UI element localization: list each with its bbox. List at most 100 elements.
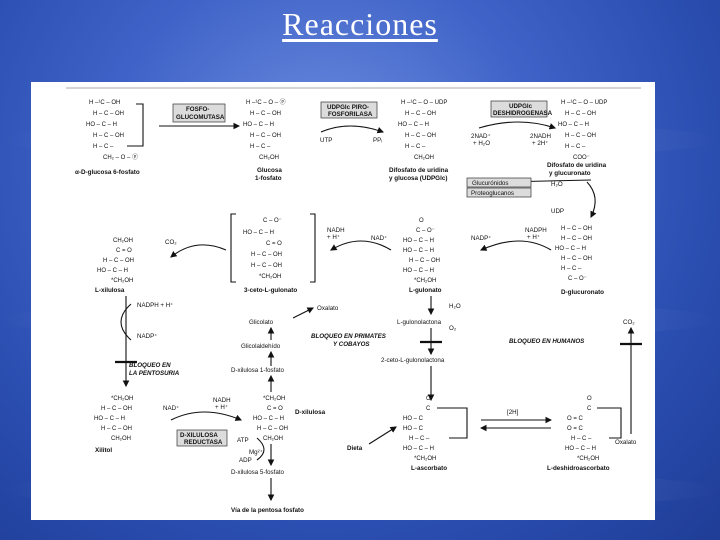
svg-text:HO – C – H: HO – C – H xyxy=(555,246,586,252)
block-pentosuria-2: LA PENTOSURIA xyxy=(129,370,180,377)
nadh-b-label: NADH xyxy=(213,397,231,404)
svg-text:C = O: C = O xyxy=(266,241,282,247)
hplus-b-label: + H⁺ xyxy=(527,234,540,241)
glucose-6-phosphate-structure: H –¹C – OH H – C – OH HO – C – H H – C –… xyxy=(86,100,144,161)
dx5p-label: D-xilulosa 5-fosfato xyxy=(231,469,285,476)
h2o-label: + H₂O xyxy=(473,140,490,147)
block-primates-2: Y COBAYOS xyxy=(333,341,370,348)
nad-b-label: NAD⁺ xyxy=(163,405,179,412)
svg-text:HO – C – H: HO – C – H xyxy=(253,416,284,422)
l-ascorbate-structure: O C HO – C HO – C H – C – HO – C – H *CH… xyxy=(403,396,468,462)
svg-text:H – C – OH: H – C – OH xyxy=(409,258,440,264)
svg-text:H – C –: H – C – xyxy=(250,144,271,150)
svg-text:HO – C – H: HO – C – H xyxy=(398,122,429,128)
slide-title: Reacciones xyxy=(282,6,438,42)
gulonolactona-label: L-gulonolactona xyxy=(397,319,442,326)
svg-text:CH₂OH: CH₂OH xyxy=(414,155,434,161)
arrow-dieta-ascorbato xyxy=(368,426,397,445)
arrow-ceto-xilulosa xyxy=(170,244,227,258)
svg-text:HO – C: HO – C xyxy=(403,416,424,422)
nadp-b-label: NADP⁺ xyxy=(137,333,157,340)
ascorbato-label: L-ascorbato xyxy=(411,465,447,472)
svg-text:CH₂OH: CH₂OH xyxy=(263,436,283,442)
svg-text:H – C – OH: H – C – OH xyxy=(101,406,132,412)
h2o-c-label: H₂O xyxy=(449,303,461,310)
svg-text:H – C – OH: H – C – OH xyxy=(250,111,281,117)
arrow-gulonato-ceto xyxy=(330,240,392,251)
svg-text:HO – C – H: HO – C – H xyxy=(94,416,125,422)
svg-text:H – C – OH: H – C – OH xyxy=(250,133,281,139)
dehydroascorbate-structure: O C O = C O = C H – C – HO – C – H *CH₂O… xyxy=(565,396,622,462)
svg-text:O: O xyxy=(426,396,431,402)
svg-text:HO – C – H: HO – C – H xyxy=(403,446,434,452)
svg-text:H – C – OH: H – C – OH xyxy=(251,263,282,269)
arrow-glucuronato-gulonato xyxy=(479,240,552,251)
deshidrogenasa-label-2: DESHIDROGENASA xyxy=(493,110,553,117)
svg-text:C = O: C = O xyxy=(116,248,132,254)
svg-text:H –¹C – O – UDP: H –¹C – O – UDP xyxy=(561,100,607,106)
svg-text:HO – C – H: HO – C – H xyxy=(86,122,117,128)
atp-label: ATP xyxy=(237,437,249,444)
svg-text:H – C – OH: H – C – OH xyxy=(561,256,592,262)
svg-text:COO⁻: COO⁻ xyxy=(573,155,590,161)
svg-text:CH₂OH: CH₂OH xyxy=(111,436,131,442)
svg-text:C: C xyxy=(587,406,592,412)
svg-text:H – C –: H – C – xyxy=(571,436,592,442)
co2-a-label: CO₂ xyxy=(165,239,177,246)
svg-text:O = C: O = C xyxy=(567,426,584,432)
reductasa-label-1: D-XILULOSA xyxy=(180,432,218,439)
proteoglucanos-label: Proteoglucanos xyxy=(471,190,514,197)
reductasa-box xyxy=(176,429,228,447)
d-xylulose-structure: *CH₂OH C = O HO – C – H H – C – OH CH₂OH xyxy=(253,396,288,442)
svg-text:HO – C – H: HO – C – H xyxy=(403,238,434,244)
ceto-label: 3-ceto-L-gulonato xyxy=(244,287,297,294)
svg-text:*CH₂OH: *CH₂OH xyxy=(111,396,133,402)
fosfoglucomutasa-box xyxy=(172,103,226,123)
svg-text:*CH₂OH: *CH₂OH xyxy=(414,456,436,462)
glucuronato-label: D-glucuronato xyxy=(561,289,604,296)
d-glucuronate-structure: H – C – OH H – C – OH HO – C – H H – C –… xyxy=(555,226,592,282)
pirofosforilasa-box xyxy=(320,101,378,119)
svg-text:H – C – OH: H – C – OH xyxy=(561,236,592,242)
proteoglucanos-box xyxy=(466,187,532,198)
svg-text:HO – C – H: HO – C – H xyxy=(97,268,128,274)
svg-text:CH₂OH: CH₂OH xyxy=(259,155,279,161)
svg-text:H – C – OH: H – C – OH xyxy=(565,111,596,117)
oxalato-label: Oxalato xyxy=(317,305,339,312)
svg-text:H – C – OH: H – C – OH xyxy=(93,111,124,117)
fosfoglucomutasa-label-1: FOSFO- xyxy=(186,106,209,113)
svg-text:CH₂ – O – ⓟ: CH₂ – O – ⓟ xyxy=(103,153,138,161)
svg-text:HO – C – H: HO – C – H xyxy=(558,122,589,128)
arrow-g1p-udpg xyxy=(320,125,385,134)
svg-text:*CH₂OH: *CH₂OH xyxy=(263,396,285,402)
pirofosforilasa-label-1: UDPGlc PIRO- xyxy=(327,104,369,111)
svg-text:H – C –: H – C – xyxy=(405,144,426,150)
block-primates-1: BLOQUEO EN PRIMATES xyxy=(311,333,387,340)
svg-text:*CH₂OH: *CH₂OH xyxy=(111,278,133,284)
svg-text:HO – C – H: HO – C – H xyxy=(243,122,274,128)
svg-text:HO – C – H: HO – C – H xyxy=(565,446,596,452)
g1p-label-2: 1-fosfato xyxy=(255,175,282,182)
arrow-xilitol-dxilulosa xyxy=(170,411,243,421)
nadh-label: NADH xyxy=(327,227,345,234)
pirofosforilasa-label-2: FOSFORILASA xyxy=(328,111,373,118)
nadph-curve xyxy=(120,303,132,341)
gulonato-label: L-gulonato xyxy=(409,287,442,294)
nadph-h-label: NADPH + H⁺ xyxy=(137,302,173,309)
block-humanos: BLOQUEO EN HUMANOS xyxy=(509,338,585,345)
svg-text:C = O: C = O xyxy=(267,406,283,412)
svg-text:H – C – OH: H – C – OH xyxy=(565,133,596,139)
udp-glucuronate-structure: H –¹C – O – UDP H – C – OH HO – C – H H … xyxy=(558,100,607,161)
reductasa-label-2: REDUCTASA xyxy=(184,439,223,446)
oxalato2-label: Oxalato xyxy=(615,439,637,446)
atp-curve xyxy=(256,437,265,461)
svg-text:C – O⁻: C – O⁻ xyxy=(416,228,435,234)
o2-label: O₂ xyxy=(449,325,457,332)
svg-text:C: C xyxy=(426,406,431,412)
co2-b-label: CO₂ xyxy=(623,319,635,326)
dxilulosa-label: D-xilulosa xyxy=(295,409,326,416)
svg-text:H – C –: H – C – xyxy=(565,144,586,150)
pathway-diagram: H –¹C – OH H – C – OH HO – C – H H – C –… xyxy=(31,82,655,520)
g6p-label: α-D-glucosa 6-fosfato xyxy=(75,169,140,176)
udpg-label-2: y glucosa (UDPGlc) xyxy=(389,175,447,182)
